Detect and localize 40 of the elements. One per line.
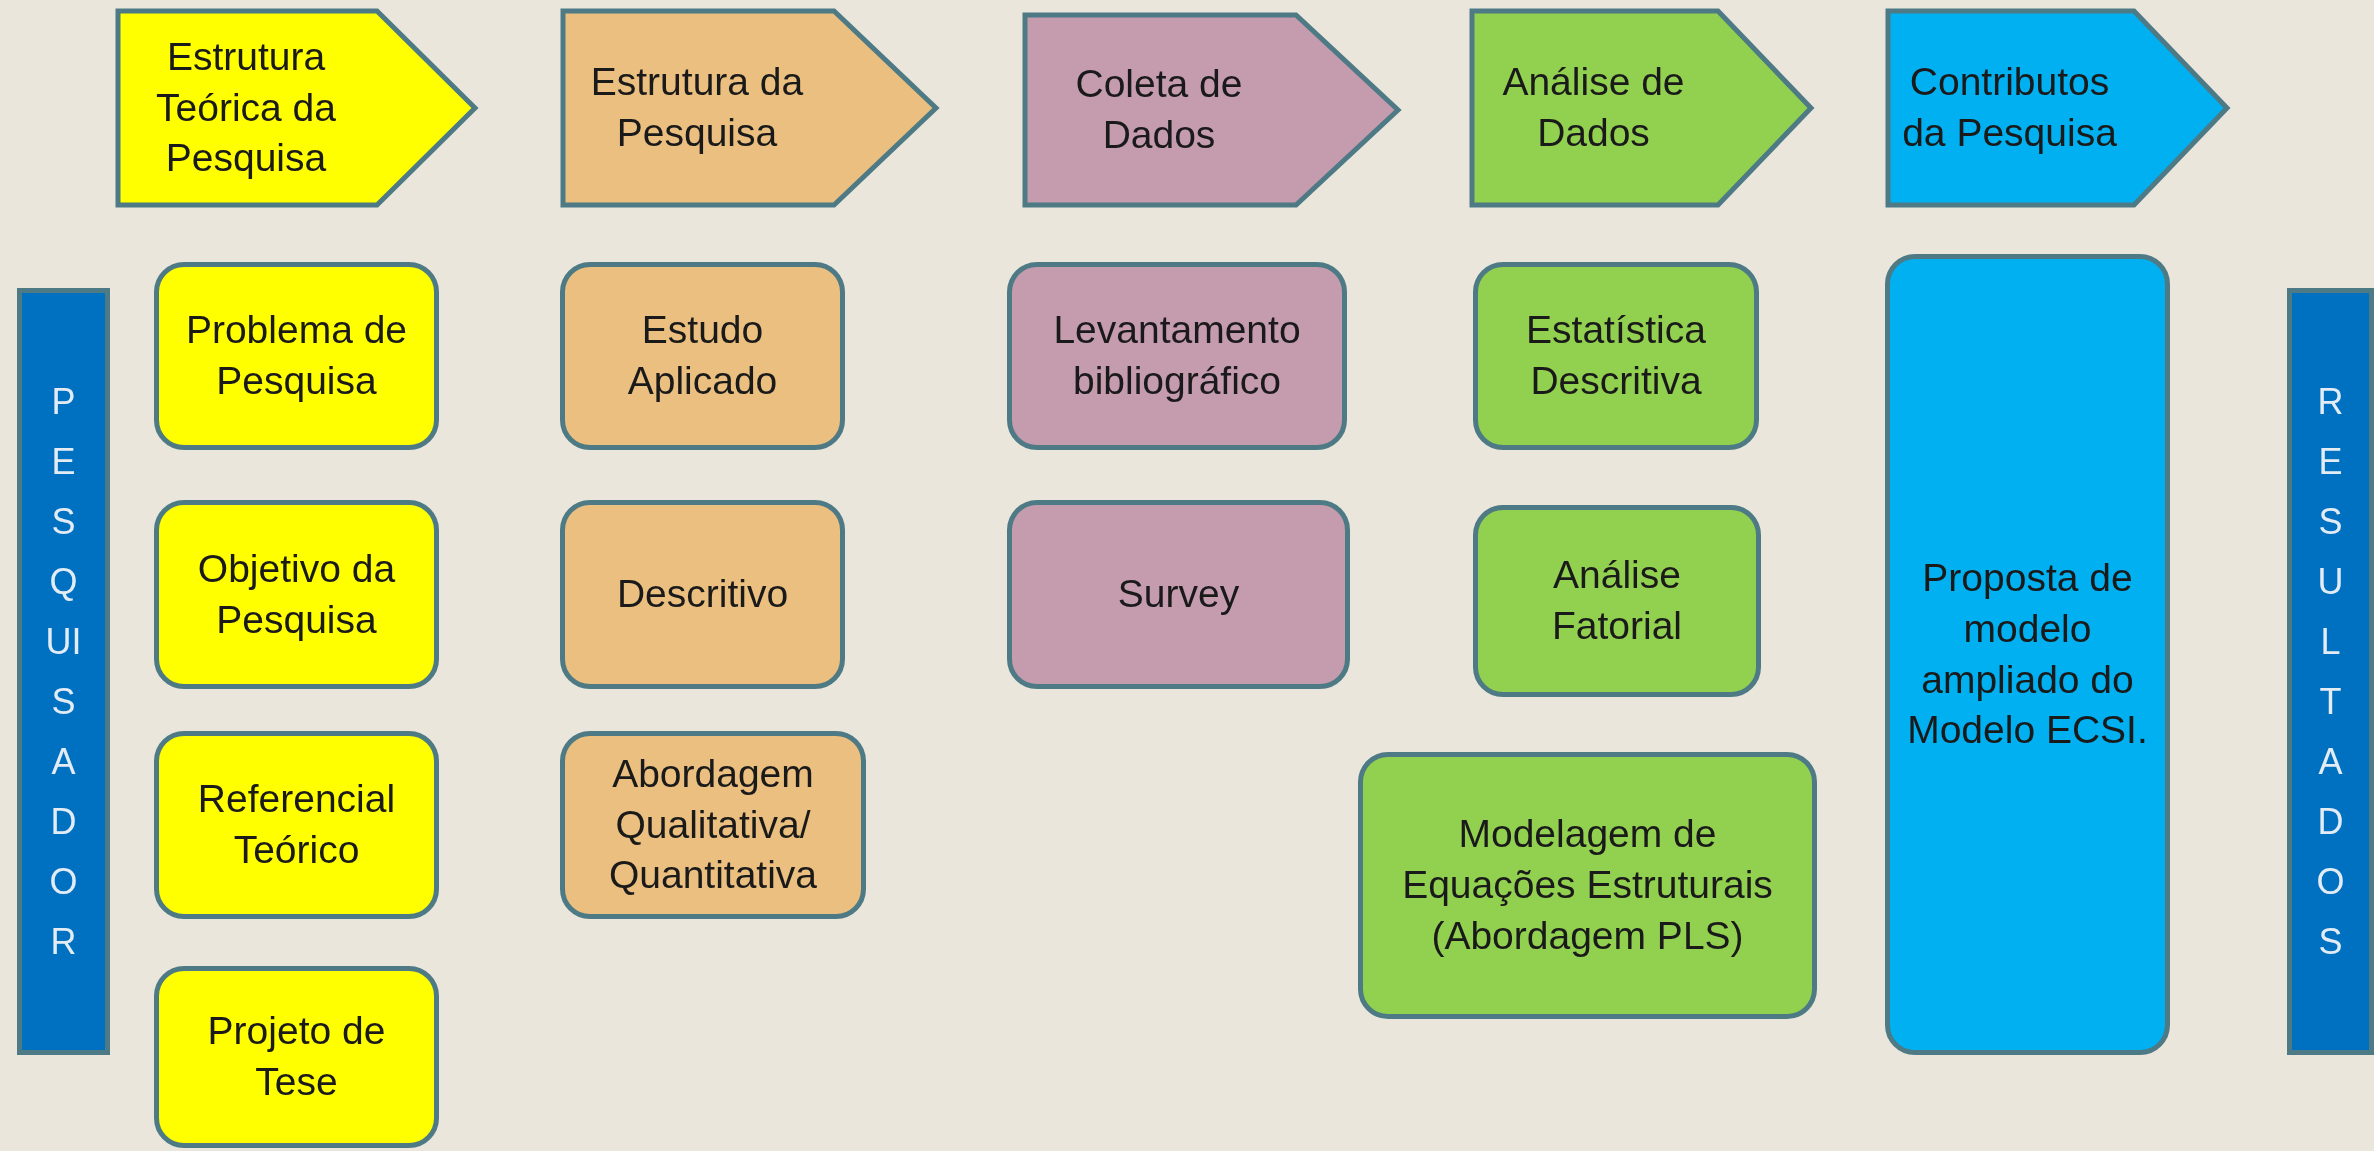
step-title: Estrutura da Pesquisa bbox=[589, 59, 805, 156]
rounded-box bbox=[1007, 262, 1347, 450]
step-title: Estrutura Teórica da Pesquisa bbox=[155, 33, 337, 182]
step-title: Análise de Dados bbox=[1501, 59, 1686, 156]
box-label: Modelagem de Equações Estruturais (Abordagem PLS) bbox=[1401, 811, 1774, 959]
box-label: Projeto de Tese bbox=[206, 1008, 387, 1105]
rounded-box bbox=[1885, 254, 2170, 1055]
rounded-box bbox=[1358, 752, 1817, 1019]
box-label: Survey bbox=[1117, 571, 1240, 618]
chevron-arrow-box bbox=[1885, 8, 2231, 208]
rounded-box bbox=[154, 731, 439, 919]
chevron-arrow-box bbox=[1469, 8, 1815, 208]
box-label: Descritivo bbox=[616, 571, 789, 618]
step-title: Coleta de Dados bbox=[1074, 61, 1244, 158]
box-label: Objetivo da Pesquisa bbox=[196, 545, 397, 643]
box-label: Análise Fatorial bbox=[1550, 552, 1683, 649]
chevron-arrow-box bbox=[560, 8, 940, 208]
rounded-box bbox=[154, 966, 439, 1148]
rounded-box bbox=[1007, 500, 1350, 689]
vertical-bar bbox=[2287, 288, 2374, 1055]
rounded-box bbox=[1473, 262, 1759, 450]
rounded-box bbox=[560, 731, 866, 919]
rounded-box bbox=[1473, 505, 1761, 697]
rounded-box bbox=[560, 500, 845, 689]
vertical-label: RESULTADOS bbox=[2315, 379, 2346, 964]
step-title: Contributos da Pesquisa bbox=[1901, 59, 2118, 156]
box-label: Levantamento bibliográfico bbox=[1052, 307, 1302, 404]
box-label: Referencial Teórico bbox=[196, 776, 397, 873]
vertical-label: PESQUISADOR bbox=[45, 379, 82, 964]
rounded-box bbox=[154, 500, 439, 689]
box-label: Abordagem Qualitativa/ Quantitativa bbox=[607, 750, 819, 899]
chevron-arrow-box bbox=[115, 8, 479, 208]
vertical-bar bbox=[17, 288, 110, 1055]
box-label: Problema de Pesquisa bbox=[184, 307, 409, 404]
chevron-arrow-box bbox=[1022, 12, 1402, 208]
box-label: Estatística Descritiva bbox=[1525, 307, 1707, 404]
rounded-box bbox=[154, 262, 439, 450]
box-label: Estudo Aplicado bbox=[626, 307, 779, 404]
rounded-box bbox=[560, 262, 845, 450]
box-label: Proposta de modelo ampliado do Modelo ECSI. bbox=[1906, 555, 2149, 754]
